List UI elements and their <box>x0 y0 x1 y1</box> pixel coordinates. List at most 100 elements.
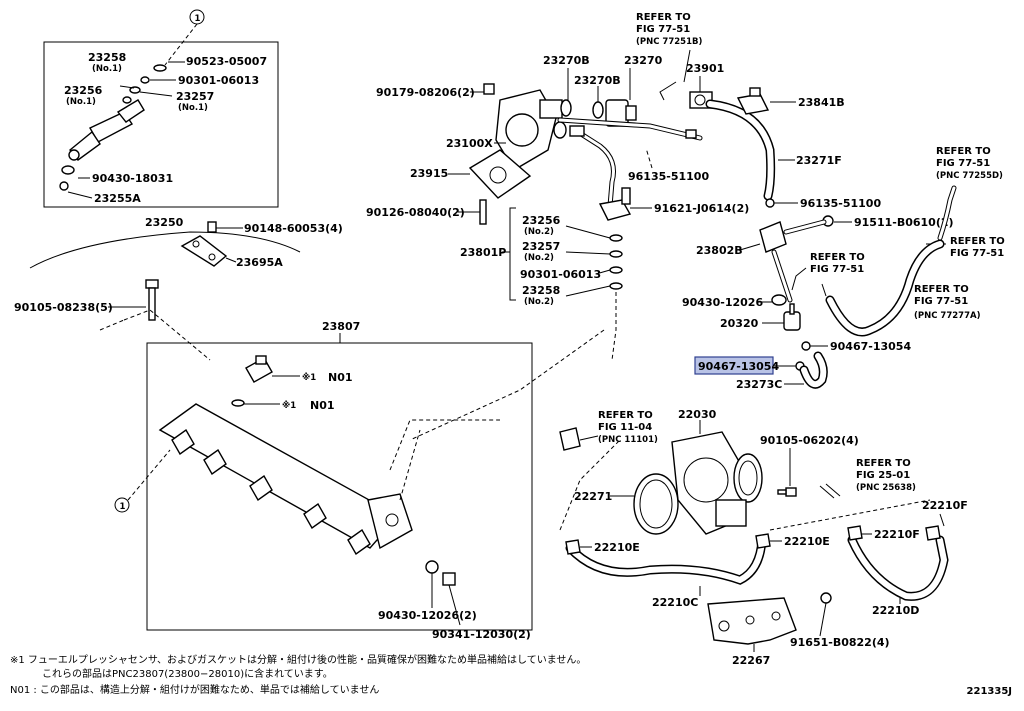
label-23695a: 23695A <box>236 256 283 269</box>
label-23901: 23901 <box>686 62 724 75</box>
label-90467-13054-highlighted[interactable]: 90467-13054 <box>698 360 779 373</box>
label-22210d: 22210D <box>872 604 919 617</box>
bolt-90105-08238[interactable] <box>145 279 159 321</box>
label-91511-b0610: 91511-B0610(2) <box>854 216 954 229</box>
label-90126-08040: 90126-08040(2) <box>366 206 465 219</box>
footnote-3: N01 : この部品は、構造上分解・組付けが困難なため、単品では補給していません <box>10 685 380 696</box>
bolt-91621[interactable] <box>621 187 631 205</box>
ref-5-line-a: REFER TO <box>914 284 969 295</box>
label-23801p: 23801P <box>460 246 506 259</box>
label-23257-top: 23257 <box>176 90 214 103</box>
ref-6-line-c: (PNC 11101) <box>598 435 658 445</box>
clamp-23841b[interactable] <box>736 87 770 115</box>
bracket-23695a[interactable] <box>180 235 228 267</box>
nut-90179[interactable] <box>483 83 495 95</box>
label-22030: 22030 <box>678 408 717 421</box>
clip-96135-b[interactable] <box>765 198 775 208</box>
circle-ref-1-bottom-label: 1 <box>120 502 126 512</box>
ref-7-line-a: REFER TO <box>856 458 911 469</box>
injector[interactable] <box>59 99 145 191</box>
ref-6-line-a: REFER TO <box>598 410 653 421</box>
bracket-23802b[interactable] <box>759 219 827 303</box>
diagram-code: 221335J <box>966 686 1012 697</box>
footnote-1: ※1 フューエルプレッシャセンサ、およびガスケットは分解・組付け後の性能・品質確… <box>10 655 587 666</box>
clamp-22210f-a[interactable] <box>847 525 863 541</box>
label-23250: 23250 <box>145 216 184 229</box>
damper-20320[interactable] <box>783 303 801 331</box>
check-valve-23270[interactable] <box>605 99 637 127</box>
ref-3-line-a: REFER TO <box>950 236 1005 247</box>
label-22267: 22267 <box>732 654 770 667</box>
label-90467-13054-a: 90467-13054 <box>830 340 911 353</box>
ref-1-line-b: FIG 77-51 <box>636 24 690 35</box>
clamp-22210e-a[interactable] <box>565 539 581 555</box>
bolt-90105-06202[interactable] <box>777 487 797 497</box>
label-23258-no2: 23258 <box>522 284 560 297</box>
gasket-23915[interactable] <box>468 149 532 199</box>
fuel-rail[interactable] <box>158 403 413 556</box>
label-23257-no2-sub: (No.2) <box>524 253 554 263</box>
label-22210e-a: 22210E <box>594 541 640 554</box>
label-90179-08206: 90179-08206(2) <box>376 86 475 99</box>
label-90430-12026-2: 90430-12026(2) <box>378 609 477 622</box>
hose-22210c[interactable] <box>565 535 767 585</box>
circle-ref-1-top-label: 1 <box>195 14 201 24</box>
ref-5-line-b: FIG 77-51 <box>914 296 968 307</box>
label-90523-05007: 90523-05007 <box>186 55 267 68</box>
bracket-22267[interactable] <box>707 597 797 645</box>
label-90341-12030: 90341-12030(2) <box>432 628 531 641</box>
label-23100x: 23100X <box>446 137 493 150</box>
ref-3-line-b: FIG 77-51 <box>950 248 1004 259</box>
gasket-23270b-a[interactable] <box>560 99 572 117</box>
label-22210f-b: 22210F <box>922 499 968 512</box>
label-23258-top: 23258 <box>88 51 126 64</box>
hose-23271f[interactable] <box>705 99 776 201</box>
label-90105-08238: 90105-08238(5) <box>14 301 113 314</box>
circle-ref-1-bottom <box>114 497 130 513</box>
clamp-22210f-b[interactable] <box>925 525 941 541</box>
label-90148-60053: 90148-60053(4) <box>244 222 343 235</box>
throttle-body-22030[interactable] <box>671 431 763 535</box>
inset-frame <box>43 41 279 208</box>
label-90430-12026: 90430-12026 <box>682 296 763 309</box>
label-91621-j0614: 91621-J0614(2) <box>654 202 749 215</box>
label-23255a: 23255A <box>94 192 141 205</box>
label-23802b: 23802B <box>696 244 743 257</box>
hose-23273c[interactable] <box>799 351 828 389</box>
label-90430-18031: 90430-18031 <box>92 172 173 185</box>
gasket-23270b-b[interactable] <box>592 101 604 119</box>
ref-5-line-c: (PNC 77277A) <box>914 311 981 321</box>
bolt-90341[interactable] <box>442 572 456 586</box>
clamp-22210e-b[interactable] <box>755 533 771 549</box>
clip-90467-13054-a[interactable] <box>801 341 811 351</box>
hose-22210d[interactable] <box>847 535 949 601</box>
stud-90126[interactable] <box>479 199 487 225</box>
label-22210c: 22210C <box>652 596 698 609</box>
label-23270b-2: 23270B <box>574 74 621 87</box>
label-96135-51100-b: 96135-51100 <box>800 197 881 210</box>
label-23257-top-sub: (No.1) <box>178 103 208 113</box>
label-n01-a: N01 <box>328 371 353 384</box>
label-96135-51100-a: 96135-51100 <box>628 170 709 183</box>
gasket[interactable] <box>231 399 245 407</box>
label-23270: 23270 <box>624 54 663 67</box>
footnote-2: これらの部品はPNC23807(23800−28010)に含まれています。 <box>42 669 333 680</box>
pipe-flange[interactable] <box>598 199 632 221</box>
label-22271: 22271 <box>574 490 612 503</box>
label-22210f-a: 22210F <box>874 528 920 541</box>
bolt-91651[interactable] <box>820 592 832 604</box>
gasket-90430-12026[interactable] <box>771 294 787 306</box>
label-n01-b: N01 <box>310 399 335 412</box>
nut-90430[interactable] <box>425 560 439 574</box>
label-23256-no2: 23256 <box>522 214 561 227</box>
gasket-22271[interactable] <box>633 473 679 535</box>
fuel-pipe-23801p[interactable] <box>557 117 703 209</box>
fuel-pump-23100x[interactable] <box>495 89 567 171</box>
fuel-pressure-sensor[interactable] <box>245 355 273 383</box>
ref-2-line-c: (PNC 77255D) <box>936 171 1003 181</box>
label-91651-b0822: 91651-B0822(4) <box>790 636 890 649</box>
pipe-fitting[interactable] <box>559 427 581 451</box>
label-90301-06013-top: 90301-06013 <box>178 74 259 87</box>
vacuum-hose[interactable] <box>825 239 945 337</box>
